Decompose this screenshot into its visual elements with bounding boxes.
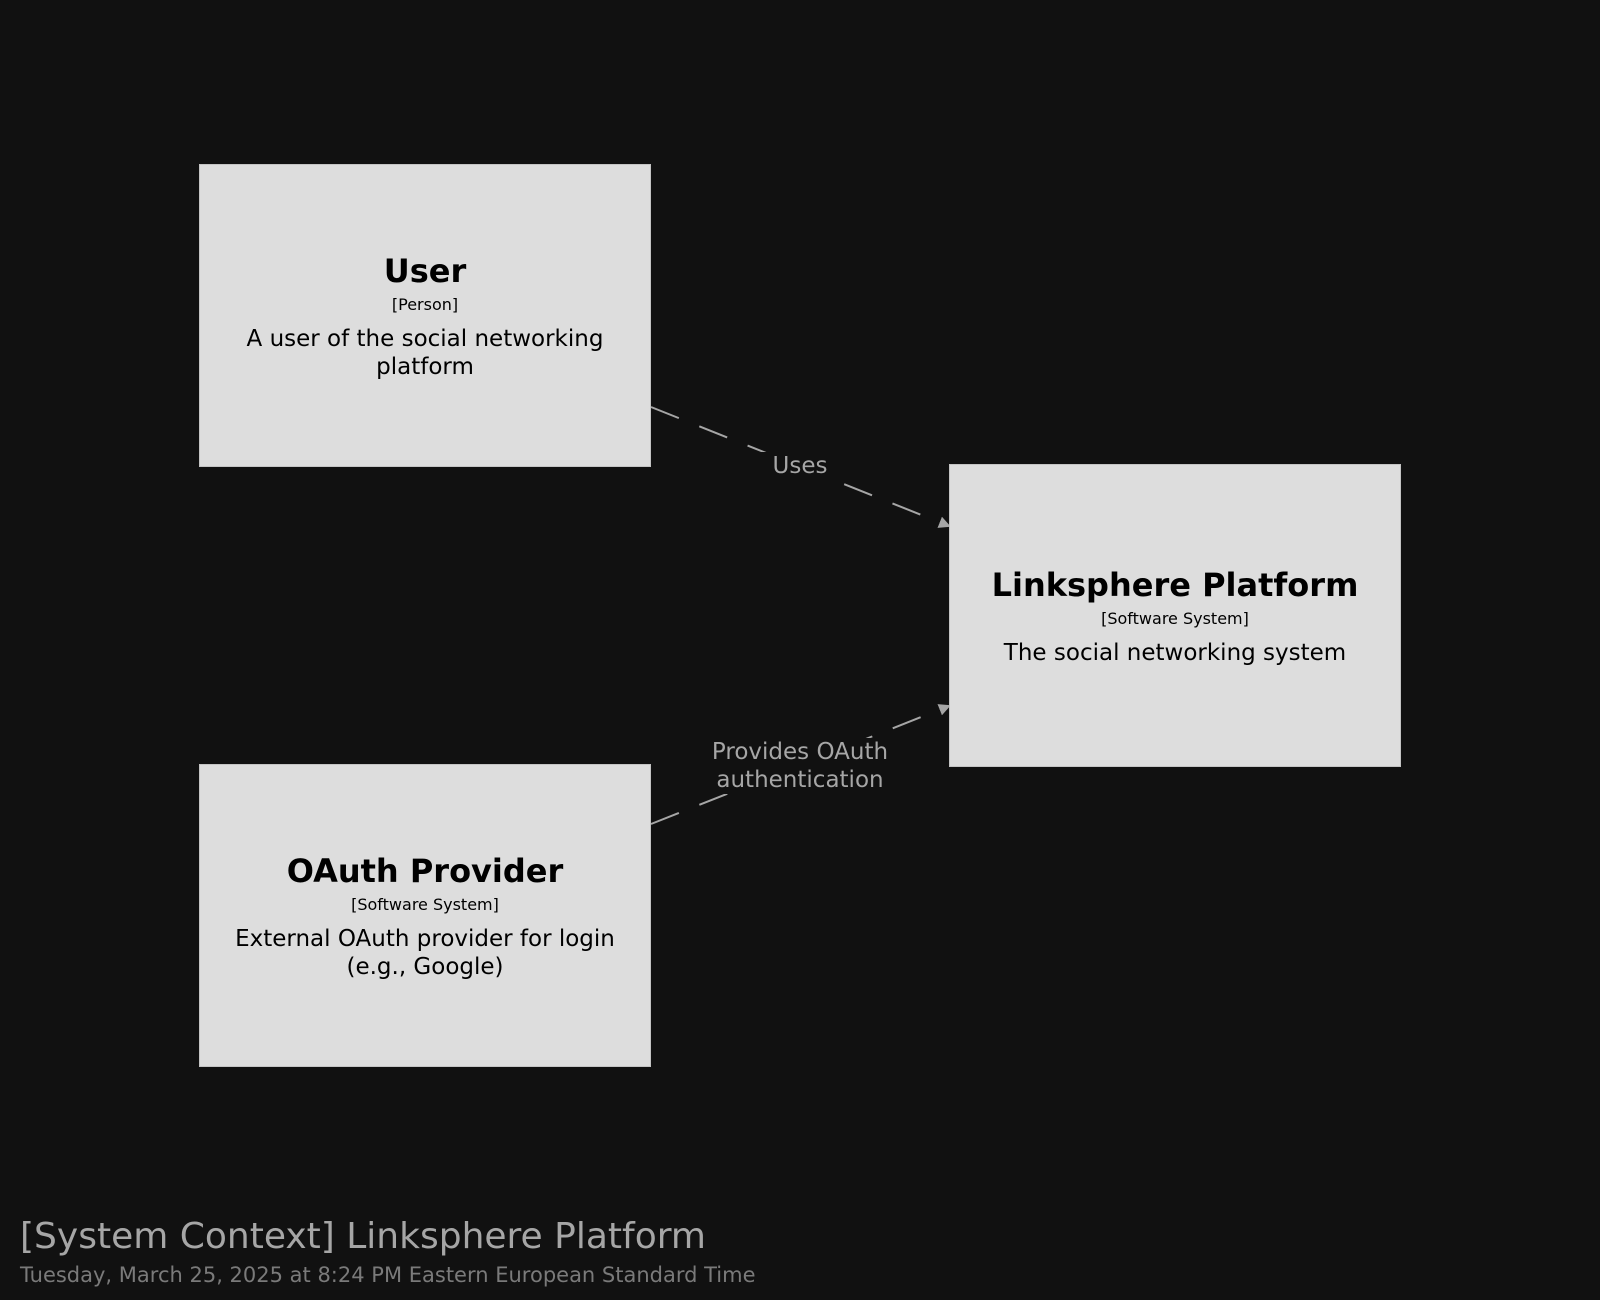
diagram-timestamp: Tuesday, March 25, 2025 at 8:24 PM Easte… — [20, 1263, 756, 1287]
element-name: Linksphere Platform — [991, 565, 1359, 604]
element-description: External OAuth provider for login (e.g.,… — [235, 925, 615, 980]
element-type: [Software System] — [1101, 608, 1249, 628]
element-name: User — [383, 251, 467, 290]
diagram-title: [System Context] Linksphere Platform — [20, 1216, 706, 1257]
oauth-relationship-label: Provides OAuth authentication — [700, 738, 900, 794]
user-element[interactable]: User [Person] A user of the social netwo… — [199, 164, 651, 467]
platform-element[interactable]: Linksphere Platform [Software System] Th… — [949, 464, 1401, 767]
oauth-element[interactable]: OAuth Provider [Software System] Externa… — [199, 764, 651, 1067]
element-name: OAuth Provider — [286, 851, 564, 890]
element-description: The social networking system — [1003, 639, 1347, 666]
element-description: A user of the social networking platform — [246, 325, 604, 380]
element-type: [Person] — [391, 294, 459, 314]
element-type: [Software System] — [351, 894, 499, 914]
uses-relationship-label: Uses — [740, 452, 860, 480]
